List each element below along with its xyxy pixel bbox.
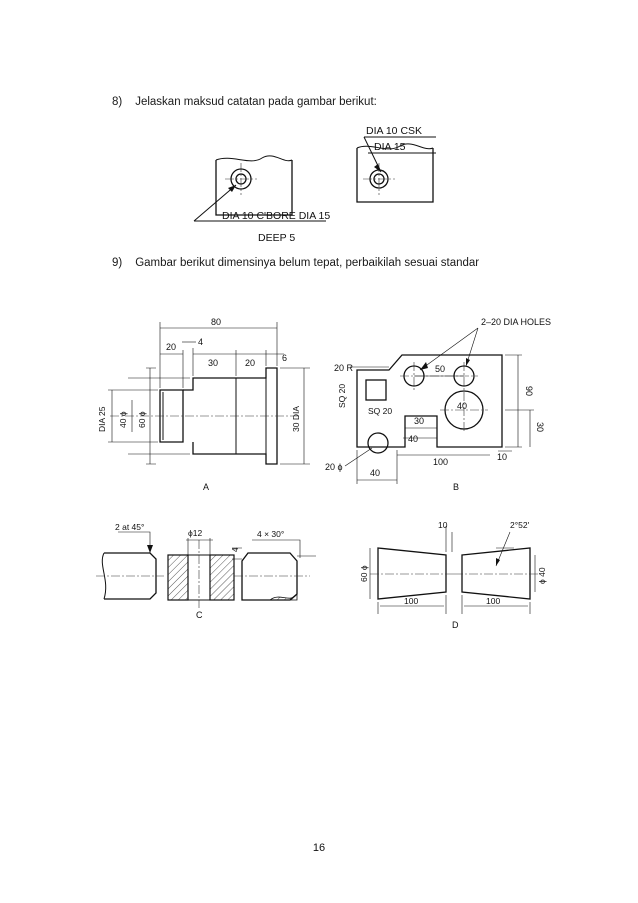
question-9-number: 9) [112, 257, 123, 269]
dim-30: 30 [208, 358, 218, 368]
cbore-note-line1: DIA 10 C'BORE DIA 15 [222, 210, 330, 222]
dim-40phi: 40 ϕ [118, 411, 128, 428]
page-number: 16 [312, 842, 326, 854]
shaft-outline [110, 367, 300, 465]
dim-6: 6 [282, 353, 287, 363]
dim-20phi: 20 ϕ [325, 462, 343, 472]
taper-right [454, 531, 540, 614]
cbore-plate [193, 155, 326, 222]
shaft-dimensions [108, 322, 310, 465]
dim-100-left: 100 [404, 596, 418, 606]
figure-a-caption: A [203, 482, 209, 492]
dim-sq20b: SQ 20 [368, 406, 392, 416]
dim-30b: 30 [535, 422, 545, 432]
taper-left [369, 526, 456, 614]
sectioned-bush [167, 538, 242, 608]
dim-20b: 20 [245, 358, 255, 368]
chamfered-shaft-2 [234, 539, 316, 601]
figure-b-caption: B [453, 482, 459, 492]
question-8: 8) Jelaskan maksud catatan pada gambar b… [112, 96, 377, 108]
dim-80: 80 [211, 317, 221, 327]
dim-40b: 40 [370, 468, 380, 478]
dim-90: 90 [524, 386, 534, 396]
dim-30a: 30 [414, 416, 424, 426]
dim-60phi: 60 ϕ [137, 411, 147, 428]
dim-40-circle: 40 [457, 401, 467, 411]
csk-plate [356, 136, 436, 203]
figure-d-caption: D [452, 620, 459, 630]
dim-holes: 2–20 DIA HOLES [481, 317, 551, 327]
dim-20r: 20 R [334, 363, 354, 373]
plate-dimensions [344, 327, 534, 484]
dim-10: 10 [497, 452, 507, 462]
dim-50: 50 [435, 364, 445, 374]
dim-40a: 40 [408, 434, 418, 444]
dim-100: 100 [433, 457, 448, 467]
question-9: 9) Gambar berikut dimensinya belum tepat… [112, 257, 479, 269]
dim-phi12: ϕ12 [188, 528, 202, 538]
dim-phi40-d: ϕ 40 [537, 567, 547, 584]
dim-dia25: DIA 25 [97, 406, 107, 432]
dim-dia30: 30 DIA [291, 406, 301, 432]
dim-angle: 2°52' [510, 520, 530, 530]
question-8-number: 8) [112, 96, 123, 108]
dim-4x30: 4 × 30° [257, 529, 284, 539]
question-8-text: Jelaskan maksud catatan pada gambar beri… [135, 96, 377, 108]
dim-4: 4 [231, 547, 240, 552]
dim-2at45: 2 at 45° [115, 522, 144, 532]
dim-20a: 20 [166, 342, 176, 352]
dim-10-d: 10 [438, 520, 448, 530]
dim-100-right: 100 [486, 596, 500, 606]
dim-60phi-d: 60 ϕ [359, 565, 369, 582]
cbore-note-line2: DEEP 5 [258, 232, 295, 244]
csk-note-line1: DIA 10 CSK [366, 125, 422, 137]
csk-note-line2: DIA 15 [374, 141, 406, 153]
dim-4: 4 [198, 337, 203, 347]
figure-c-caption: C [196, 610, 203, 620]
dim-sq20a: SQ 20 [337, 384, 347, 408]
chamfered-shaft [96, 531, 164, 600]
question-9-text: Gambar berikut dimensinya belum tepat, p… [135, 257, 480, 269]
